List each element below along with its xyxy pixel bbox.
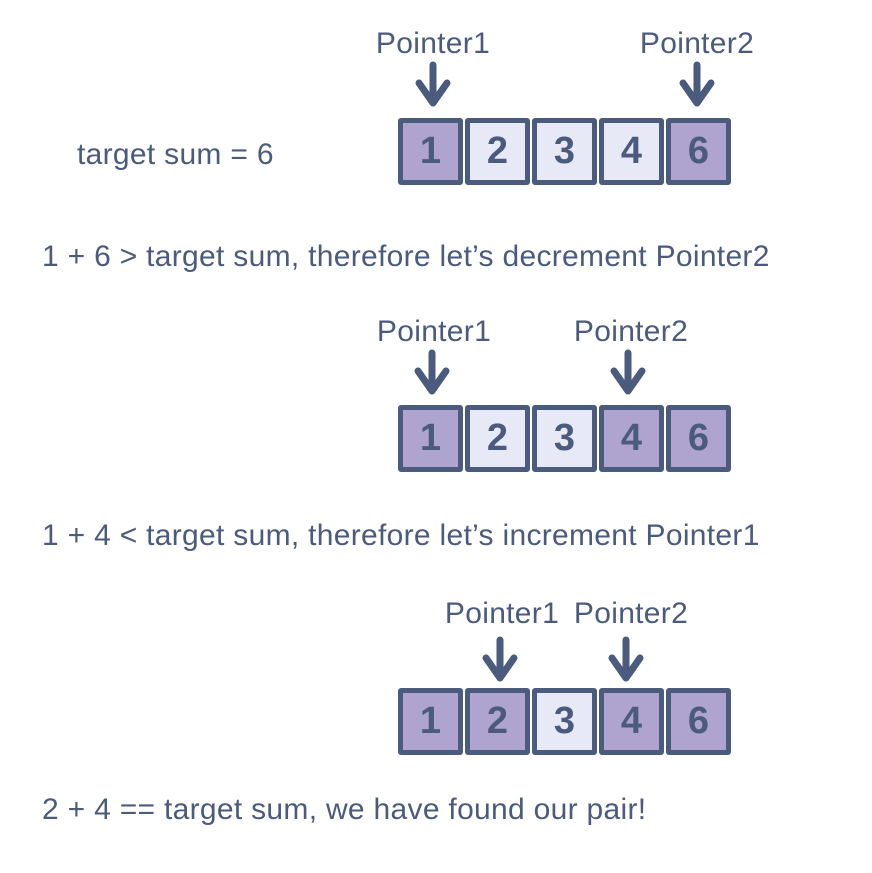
array-cell: 2 bbox=[465, 118, 530, 185]
arrow-down-icon bbox=[610, 349, 646, 395]
arrow-down-icon bbox=[482, 636, 518, 682]
array-row: 1 2 3 4 6 bbox=[398, 405, 731, 472]
array-cell: 3 bbox=[532, 405, 597, 472]
pointer2-label: Pointer2 bbox=[573, 315, 689, 348]
array-cell: 4 bbox=[599, 688, 664, 755]
array-cell: 4 bbox=[599, 118, 664, 185]
array-cell: 1 bbox=[398, 688, 463, 755]
arrow-down-icon bbox=[608, 636, 644, 682]
array-cell: 1 bbox=[398, 405, 463, 472]
arrow-down-icon bbox=[415, 61, 451, 107]
step1-caption: 1 + 6 > target sum, therefore let’s decr… bbox=[42, 240, 770, 273]
array-cell: 6 bbox=[666, 688, 731, 755]
array-row: 1 2 3 4 6 bbox=[398, 118, 731, 185]
array-cell: 6 bbox=[666, 118, 731, 185]
array-cell: 1 bbox=[398, 118, 463, 185]
array-cell: 6 bbox=[666, 405, 731, 472]
arrow-down-icon bbox=[679, 61, 715, 107]
step3-caption: 2 + 4 == target sum, we have found our p… bbox=[42, 793, 647, 826]
target-sum-label: target sum = 6 bbox=[77, 138, 274, 171]
array-row: 1 2 3 4 6 bbox=[398, 688, 731, 755]
step2-caption: 1 + 4 < target sum, therefore let’s incr… bbox=[42, 519, 760, 552]
array-cell: 2 bbox=[465, 405, 530, 472]
pointer2-label: Pointer2 bbox=[639, 27, 755, 60]
pointer1-label: Pointer1 bbox=[444, 597, 560, 630]
array-cell: 3 bbox=[532, 688, 597, 755]
pointer1-label: Pointer1 bbox=[376, 315, 492, 348]
array-cell: 4 bbox=[599, 405, 664, 472]
arrow-down-icon bbox=[414, 349, 450, 395]
pointer2-label: Pointer2 bbox=[573, 597, 689, 630]
pointer1-label: Pointer1 bbox=[375, 27, 491, 60]
array-cell: 2 bbox=[465, 688, 530, 755]
array-cell: 3 bbox=[532, 118, 597, 185]
